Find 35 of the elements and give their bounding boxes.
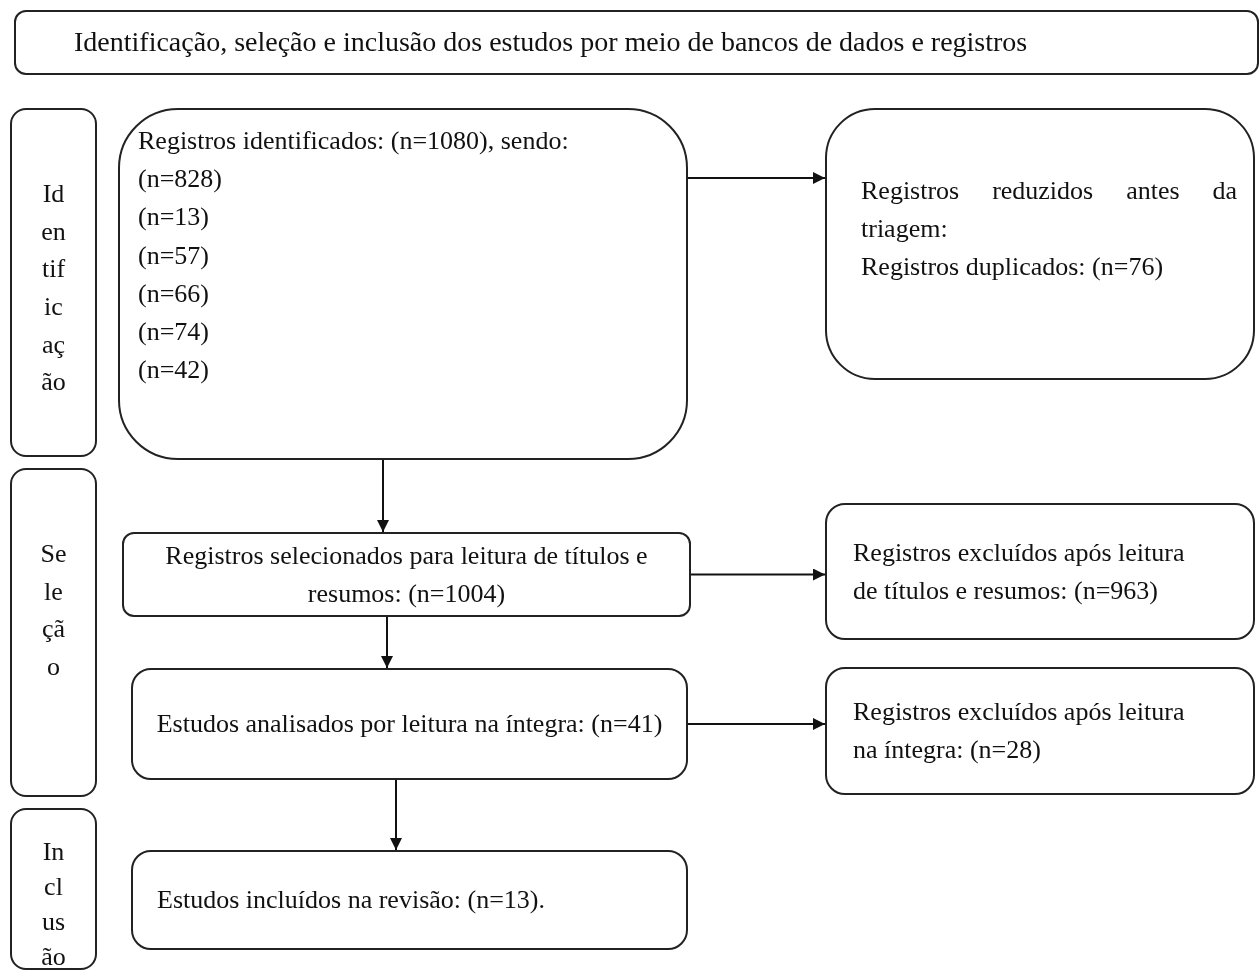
process-box <box>825 503 1255 640</box>
box-text: Estudos analisados por leitura na íntegra: (n=41) <box>155 708 664 741</box>
record-count: (n=828) <box>138 163 223 196</box>
arrow <box>687 718 826 730</box>
record-count: (n=66) <box>138 277 210 310</box>
arrow <box>687 172 826 184</box>
arrow <box>381 616 393 669</box>
record-count: (n=42) <box>138 354 210 387</box>
arrow <box>690 568 826 581</box>
process-box <box>825 667 1255 795</box>
process-box <box>118 108 688 460</box>
process-box <box>825 108 1255 380</box>
box-text: Registros reduzidos antes da triagem: <box>861 175 1237 246</box>
stage-box <box>10 108 97 457</box>
stage-box <box>10 468 97 797</box>
title-box <box>14 10 1259 75</box>
stage-label: Inclusão <box>40 836 67 968</box>
box-text: Registros excluídos após leitura na íntegra: (n=28) <box>853 696 1186 766</box>
stage-label: Seleção <box>39 538 68 684</box>
box-text: Registros duplicados: (n=76) <box>861 250 1165 283</box>
stage-label: Identificação <box>40 178 67 399</box>
box-text: Registros selecionados para leitura de títulos e resumos: (n=1004) <box>164 539 649 610</box>
records-heading: Registros identificados: (n=1080), sendo: <box>138 125 570 157</box>
record-count: (n=13) <box>138 201 210 234</box>
arrow <box>390 779 402 851</box>
box-text: Registros excluídos após leitura de títulos e resumos: (n=963) <box>853 536 1186 607</box>
process-box <box>122 532 691 617</box>
stage-box <box>10 808 97 970</box>
record-count: (n=74) <box>138 316 210 349</box>
title-text: Identificação, seleção e inclusão dos estudos por meio de bancos de dados e registros <box>74 25 1029 60</box>
process-box <box>131 850 688 950</box>
box-text: Estudos incluídos na revisão: (n=13). <box>157 884 546 917</box>
arrow <box>377 459 389 533</box>
process-box <box>131 668 688 780</box>
record-count: (n=57) <box>138 239 210 272</box>
